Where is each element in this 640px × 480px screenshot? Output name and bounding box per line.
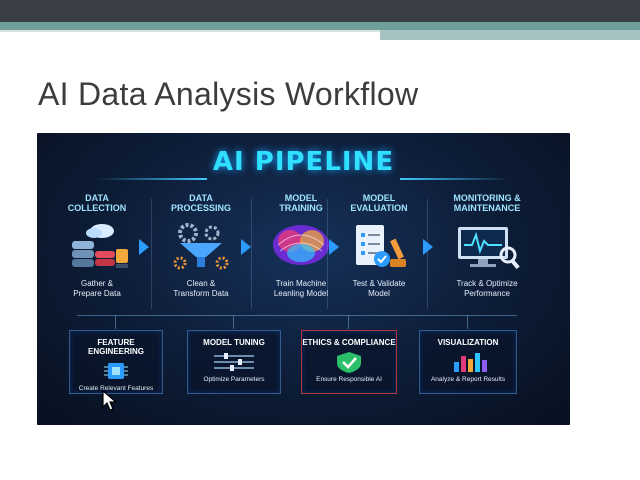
bar-chart-icon — [454, 353, 487, 372]
sliders-icon — [214, 353, 254, 371]
card-visualization: VISUALIZATION Analyze & Report Results — [419, 330, 517, 394]
card-description: Analyze & Report Results — [430, 376, 506, 383]
connector-tick — [233, 315, 234, 329]
slide-header-band — [0, 22, 640, 30]
stage-separator — [251, 199, 252, 309]
card-title: VISUALIZATION — [437, 338, 499, 347]
stage-description: Clean &Transform Data — [173, 279, 229, 298]
stage-separator — [151, 199, 152, 309]
connector-tick — [348, 315, 349, 329]
database-cloud-icon — [72, 224, 128, 268]
connector-tick — [467, 315, 468, 329]
pipeline-title: AI PIPELINE — [212, 147, 395, 177]
arrow-right-icon — [423, 239, 433, 255]
slide-title: AI Data Analysis Workflow — [38, 76, 419, 112]
card-ethics-compliance: ETHICS & COMPLIANCE Ensure Responsible A… — [301, 330, 397, 394]
connector-line — [77, 315, 517, 316]
slide-header-band-accent — [380, 30, 640, 40]
slide-header-band-thin — [0, 30, 380, 32]
title-glow-right — [400, 178, 510, 180]
top-window-bar — [0, 0, 640, 22]
stage-monitoring-maintenance: MONITORING &MAINTENANCE Track & Optimize… — [437, 193, 537, 299]
stage-description: Gather &Prepare Data — [73, 279, 121, 298]
card-model-tuning: MODEL TUNING Optimize Parameters — [187, 330, 281, 394]
card-title: MODEL TUNING — [203, 338, 265, 347]
card-title: ETHICS & COMPLIANCE — [302, 338, 396, 347]
arrow-right-icon — [241, 239, 251, 255]
checklist-robot-icon — [356, 225, 406, 267]
stage-title: MONITORING &MAINTENANCE — [453, 193, 521, 213]
arrow-right-icon — [329, 239, 339, 255]
monitor-magnifier-icon — [458, 227, 520, 270]
card-description: Ensure Responsible AI — [316, 376, 382, 383]
brain-icon — [273, 225, 329, 265]
connector-tick — [115, 315, 116, 329]
title-glow-left — [97, 178, 207, 180]
arrow-right-icon — [139, 239, 149, 255]
shield-check-icon — [337, 352, 361, 373]
gears-funnel-icon — [173, 223, 229, 270]
stage-separator — [327, 199, 328, 309]
chip-icon — [104, 363, 128, 379]
mouse-pointer-icon — [102, 390, 118, 411]
card-description: Optimize Parameters — [203, 376, 265, 383]
card-description: Create Relevant Features — [78, 385, 154, 392]
